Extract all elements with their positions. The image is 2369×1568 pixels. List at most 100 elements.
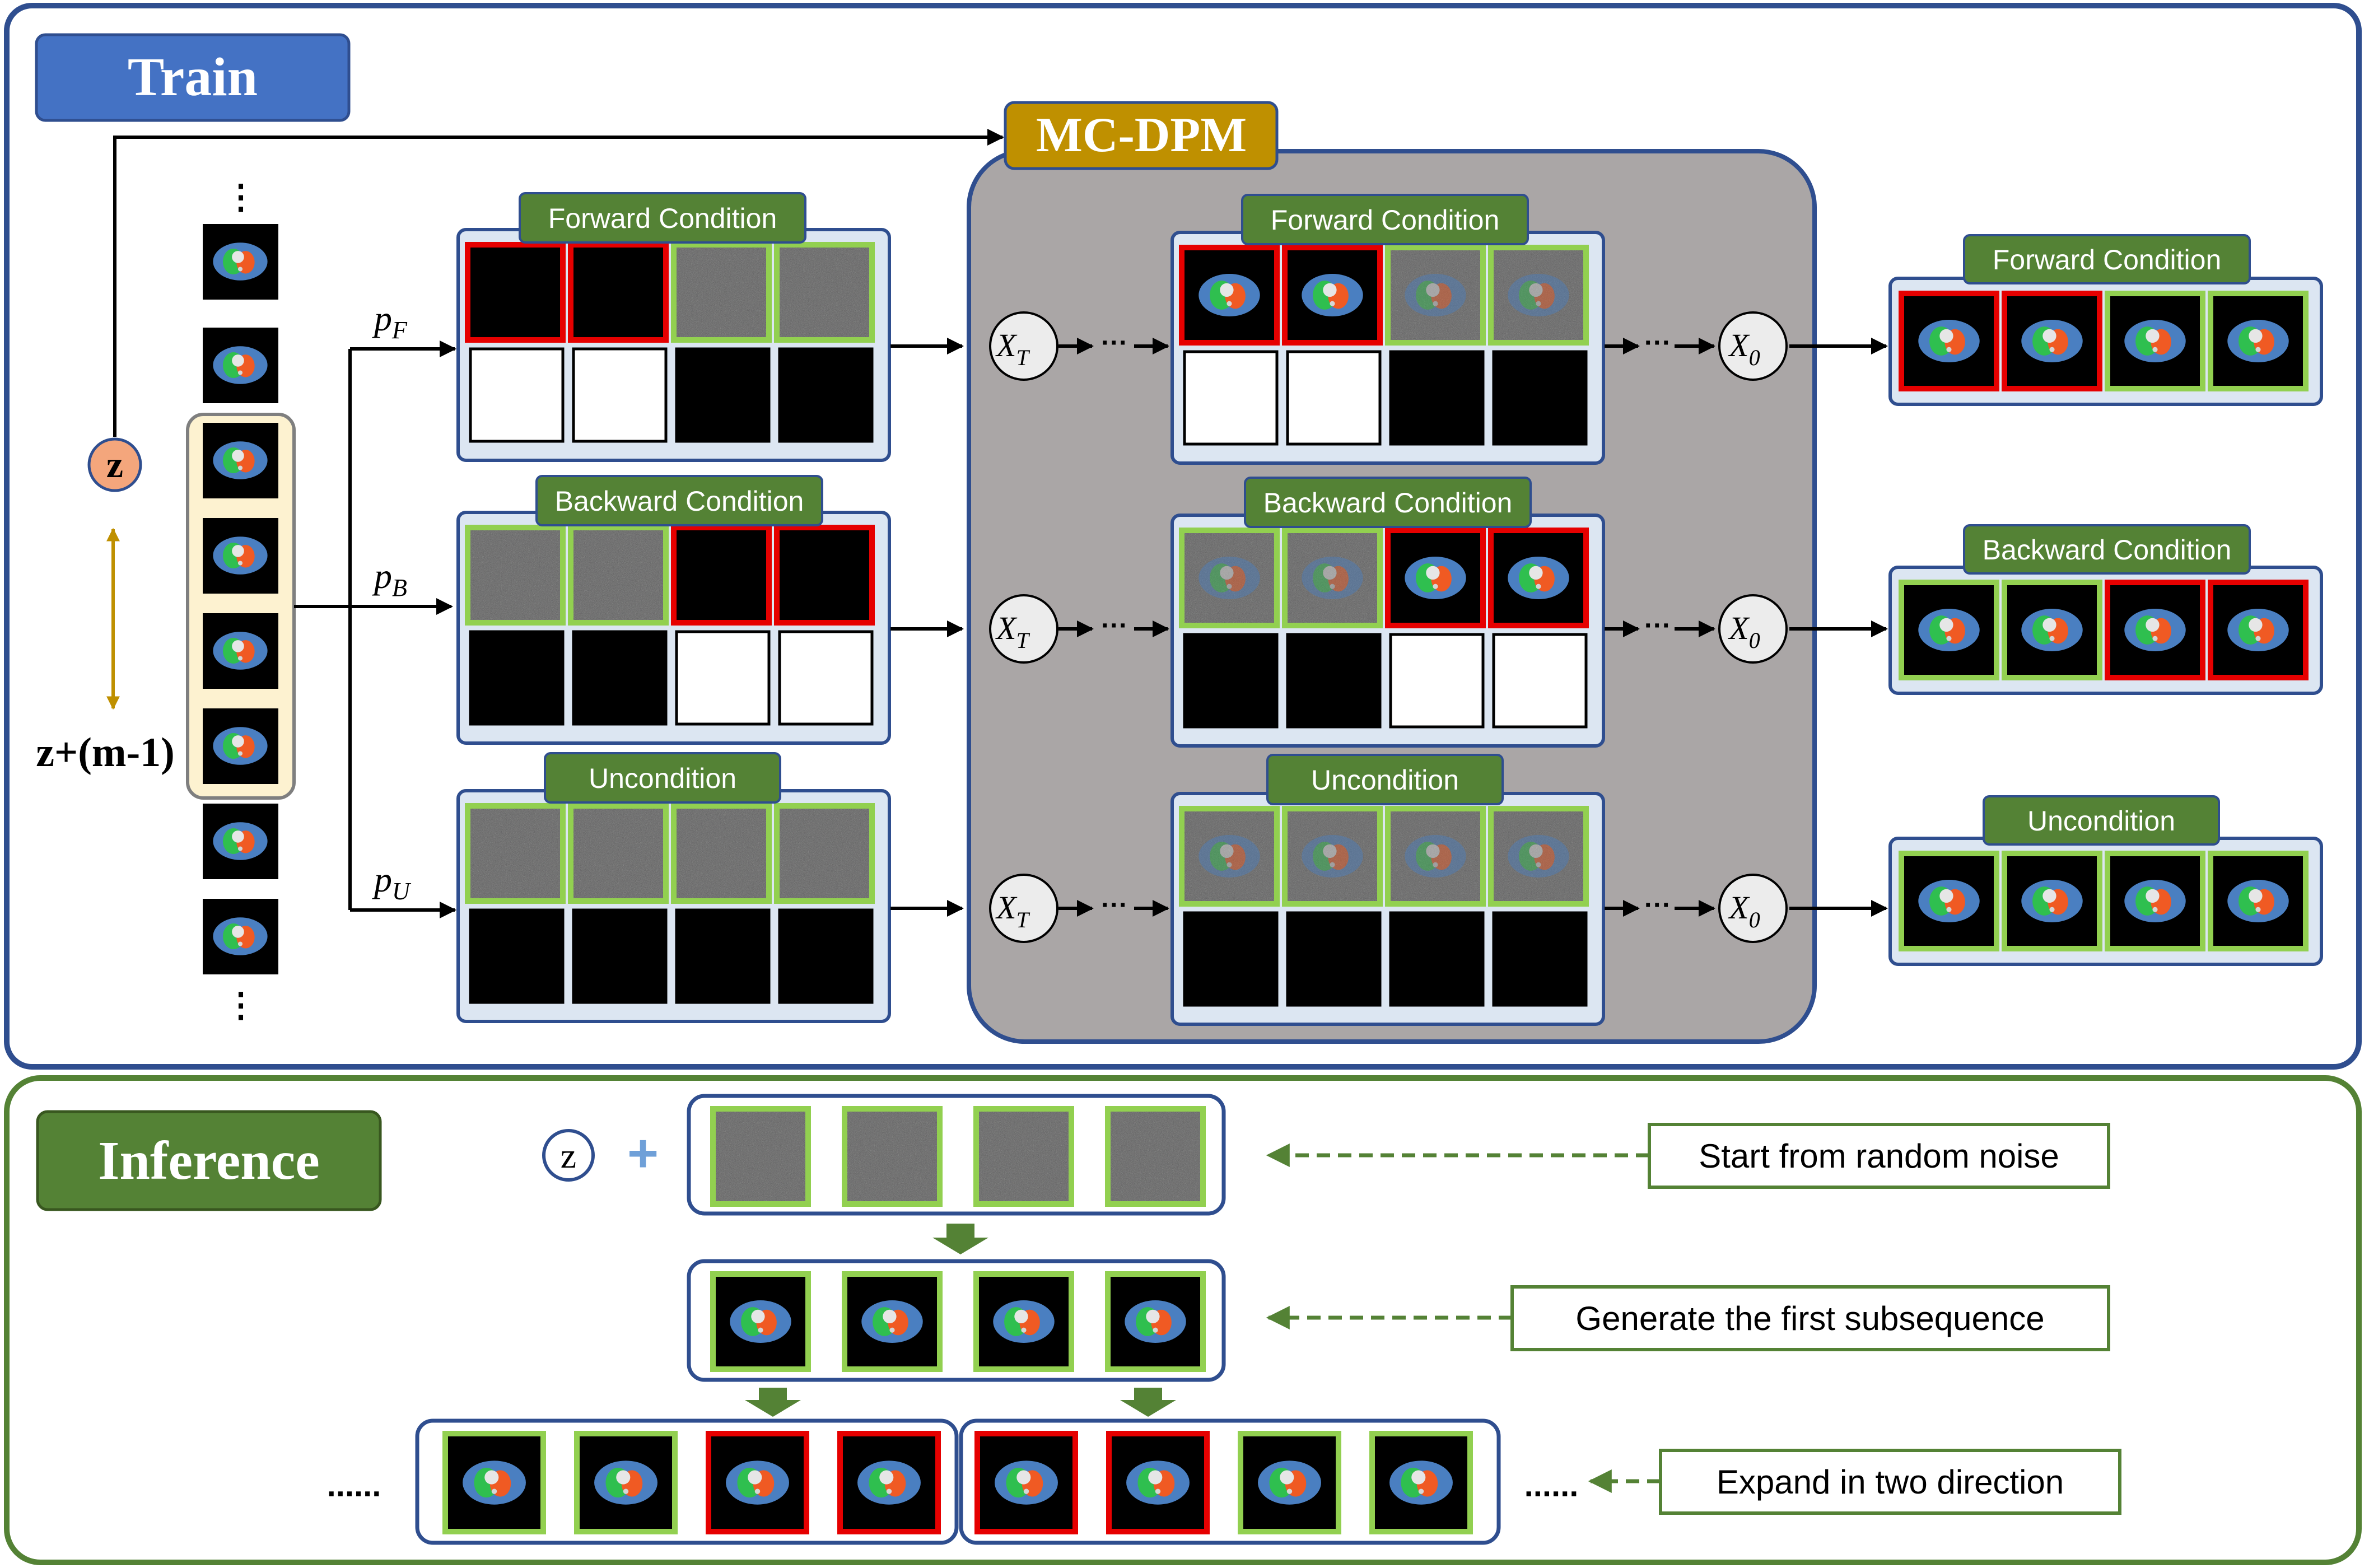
ct-slice-icon — [2124, 609, 2186, 651]
image-frame — [974, 1431, 1078, 1534]
ct-slice-icon — [594, 1460, 657, 1505]
x0-label: X0 — [1728, 610, 1760, 653]
chain-dots: ··· — [1644, 328, 1671, 358]
black-mask — [1389, 911, 1485, 1007]
black-mask — [1286, 633, 1382, 729]
condition-label-text: Backward Condition — [1263, 487, 1513, 519]
black-mask — [1183, 633, 1279, 729]
white-mask — [1389, 633, 1485, 729]
black-mask — [1492, 350, 1588, 446]
ct-slice-icon — [1126, 1460, 1190, 1505]
step-2-text: Generate the first subsequence — [1575, 1300, 2044, 1337]
mcdpm-label-badge — [1004, 101, 1279, 170]
image-frame — [837, 1431, 941, 1534]
image-frame — [842, 1106, 943, 1207]
ct-slice-icon — [995, 1460, 1058, 1505]
black-mask — [675, 347, 771, 443]
train-panel-u: Uncondition — [456, 752, 891, 1023]
xt-label: XT — [995, 610, 1030, 653]
step-2-box — [1510, 1285, 2110, 1351]
step-1-box — [1648, 1123, 2110, 1189]
image-frame — [568, 803, 669, 904]
image-frame — [1899, 580, 1999, 680]
condition-label: Backward Condition — [535, 475, 823, 526]
image-frame — [1105, 1271, 1206, 1372]
ct-slice-stack — [203, 224, 278, 974]
ct-slice-icon — [2021, 609, 2083, 651]
noisy-ct-slice-icon — [1302, 835, 1363, 878]
noisy-ct-slice-icon — [1199, 835, 1260, 878]
step-3-text: Expand in two direction — [1717, 1463, 2064, 1501]
image-frame — [671, 803, 772, 904]
image-frame — [2002, 580, 2102, 680]
black-mask — [675, 908, 771, 1004]
condition-label-text: Backward Condition — [1983, 534, 2232, 566]
image-frame — [1282, 245, 1383, 346]
black-mask — [469, 908, 565, 1004]
image-frame — [706, 1431, 809, 1534]
white-mask — [1286, 350, 1382, 446]
image-frame — [574, 1431, 678, 1534]
image-frame — [2105, 580, 2205, 680]
step-3-box — [1659, 1449, 2121, 1515]
ct-slice-icon — [1125, 1300, 1186, 1343]
ct-slice-icon — [1405, 557, 1466, 599]
white-mask — [675, 630, 771, 726]
output-panel-3: Uncondition — [1888, 795, 2323, 966]
ct-slice-icon — [861, 1300, 923, 1343]
condition-label: Forward Condition — [1963, 234, 2251, 284]
output-panel-1: Forward Condition — [1888, 234, 2323, 406]
ct-slice-icon — [213, 822, 268, 860]
condition-label-text: Uncondition — [1311, 764, 1459, 796]
mcdpm-panel-u: Uncondition — [1170, 754, 1605, 1026]
ct-slice-icon — [1918, 609, 1980, 651]
ct-slice-icon — [1918, 320, 1980, 362]
output-panel-2: Backward Condition — [1888, 524, 2323, 695]
image-frame — [671, 525, 772, 626]
noise-panel — [687, 1094, 1226, 1216]
x0-node — [1718, 874, 1788, 943]
ct-slice-icon — [213, 632, 268, 670]
train-panel-f: Forward Condition — [456, 192, 891, 462]
image-frame — [568, 525, 669, 626]
image-frame — [1105, 1106, 1206, 1207]
image-frame — [1238, 1431, 1341, 1534]
down-arrow — [1120, 1388, 1176, 1417]
down-arrow — [745, 1388, 801, 1417]
image-frame — [1179, 806, 1280, 907]
noisy-ct-slice-icon — [1199, 557, 1260, 599]
image-frame — [2208, 291, 2309, 391]
white-mask — [1183, 350, 1279, 446]
prob-b-label: pB — [372, 556, 407, 601]
image-frame — [2105, 291, 2205, 391]
prob-u-label: pU — [372, 860, 412, 905]
x0-node — [1718, 311, 1788, 381]
inference-section: Inference z + ...... ...... Start from r… — [4, 1075, 2362, 1565]
xt-node — [989, 874, 1058, 943]
image-frame — [973, 1106, 1074, 1207]
image-frame — [465, 803, 566, 904]
white-mask — [1492, 633, 1588, 729]
image-frame — [1488, 245, 1589, 346]
chain-dots: ··· — [1101, 890, 1128, 920]
z-range-label: z+(m-1) — [36, 730, 175, 776]
image-frame — [2208, 851, 2309, 951]
black-mask — [469, 630, 565, 726]
black-mask — [572, 908, 668, 1004]
ct-slice-icon — [1302, 274, 1363, 316]
image-frame — [1179, 245, 1280, 346]
diffusion-chain-1: XT······X0 — [890, 311, 1888, 381]
down-arrow — [932, 1224, 988, 1254]
image-frame — [442, 1431, 546, 1534]
xt-label: XT — [995, 889, 1030, 932]
image-frame — [1282, 806, 1383, 907]
ct-slice-icon — [2021, 880, 2083, 922]
ct-slice-icon — [2021, 320, 2083, 362]
image-frame — [1385, 245, 1486, 346]
mcdpm-label: MC-DPM — [1036, 108, 1247, 162]
stack-top-ellipsis: ⋮ — [224, 178, 258, 216]
image-frame — [2208, 580, 2309, 680]
